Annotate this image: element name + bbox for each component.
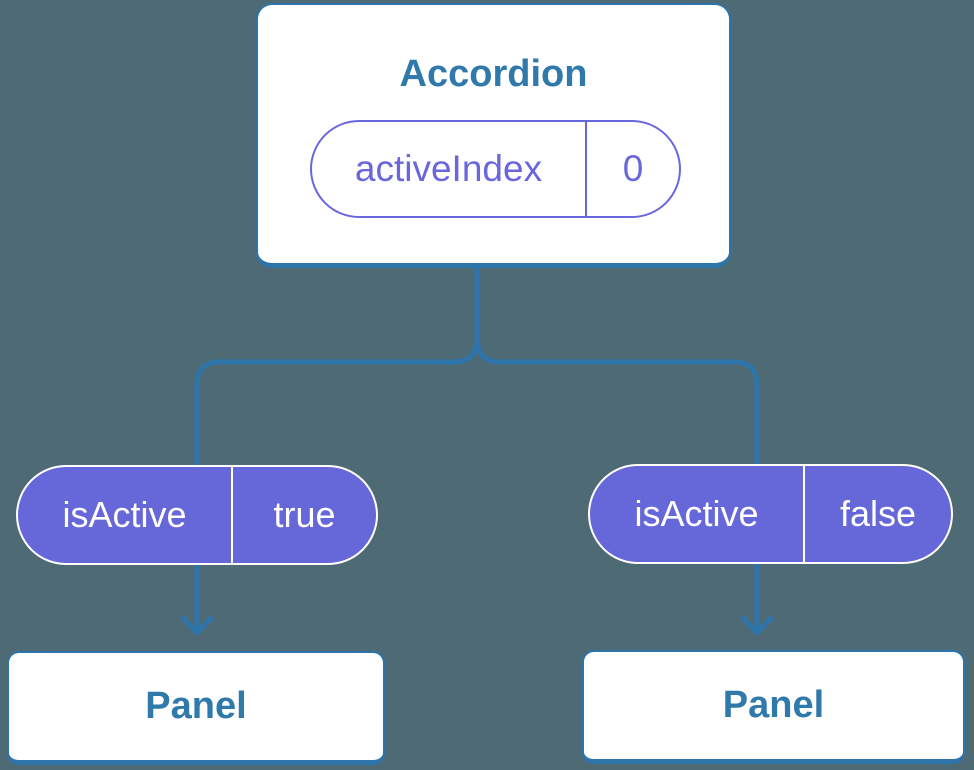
panel-title-left: Panel [145,685,247,727]
state-pill: activeIndex 0 [310,120,681,218]
prop-value-right: false [803,466,951,562]
accordion-card: Accordion activeIndex 0 [256,3,731,268]
arrowhead-right-icon [740,615,774,636]
panel-card-left: Panel [7,651,385,765]
panel-title-right: Panel [722,684,825,726]
state-name: activeIndex [354,148,543,189]
prop-pill-right: isActive false [588,464,953,564]
prop-value-left: true [231,467,376,563]
prop-name-left: isActive [62,494,187,535]
panel-card-right: Panel [582,650,965,764]
accordion-title: Accordion [399,53,588,95]
prop-name-right: isActive [634,493,759,534]
prop-pill-left: isActive true [16,465,378,565]
connector-left-branch [194,261,480,633]
arrowhead-left-icon [180,615,214,636]
state-value: 0 [585,122,679,216]
connector-right-branch [474,261,760,633]
